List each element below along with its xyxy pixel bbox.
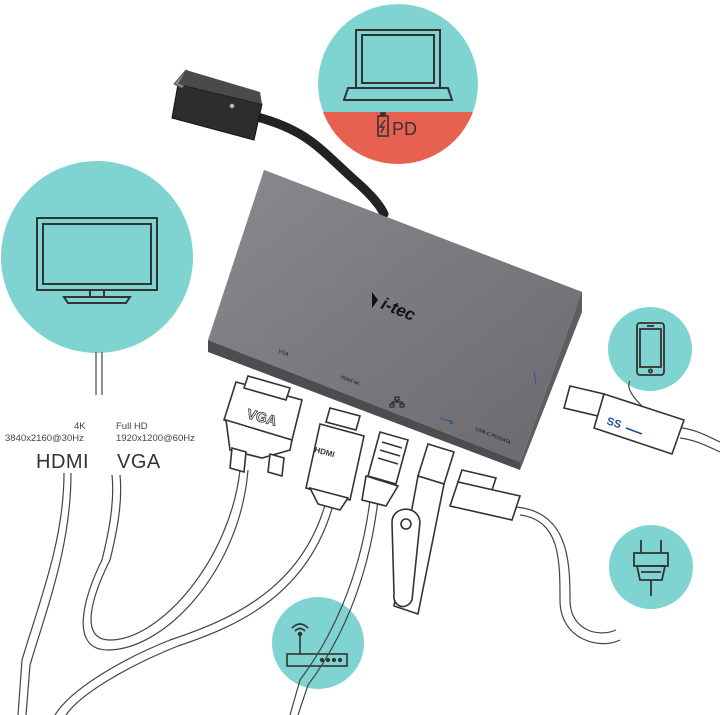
vga-cable: [90, 469, 241, 641]
usb3-port-icon: [439, 417, 454, 425]
usbc-input-cable: [171, 69, 389, 219]
docking-station: i-tec VGA HDMI 4K USB-C PD/DATA: [208, 170, 582, 470]
usba-ss-label: SS: [605, 415, 623, 431]
router-circle: [272, 597, 364, 689]
vga-plug: VGA: [222, 375, 303, 478]
laptop-pd-circle: PD: [318, 4, 478, 164]
pd-label: PD: [392, 119, 417, 139]
hdmi-resolution-line1: 4K: [74, 421, 86, 432]
usb-flash-drive: [391, 443, 456, 616]
hdmi-cable: [54, 504, 326, 715]
usb3-side-port-icon: [533, 371, 537, 385]
smartphone-circle: [608, 307, 692, 391]
vga-resolution-line2: 1920x1200@60Hz: [116, 433, 195, 444]
usbc-right-angle-plug: [448, 469, 522, 521]
ethernet-plug: [361, 431, 409, 507]
hdmi-plug: HDMI: [305, 407, 365, 511]
power-plug-circle: [609, 525, 693, 609]
ethernet-cable: [289, 499, 371, 715]
usba-ss-plug: SS: [563, 385, 686, 456]
usbc-pd-cable: [519, 514, 621, 645]
hdmi-output-label: HDMI: [36, 451, 90, 473]
port-label-vga: VGA: [277, 348, 290, 358]
smartphone-icon: [636, 322, 665, 376]
power-plug-icon: [633, 540, 669, 596]
cables: [17, 352, 720, 715]
battery-charge-icon: [377, 112, 389, 137]
vga-output-label: VGA: [117, 451, 161, 473]
laptop-icon: [342, 29, 454, 101]
vga-resolution-line1: Full HD: [116, 421, 148, 432]
ethernet-port-icon: [389, 396, 405, 408]
monitor-circle: [1, 161, 193, 353]
vga-plug-label: VGA: [245, 405, 278, 428]
usba-cable: [679, 437, 720, 453]
hdmi-resolution-line2: 3840x2160@30Hz: [5, 433, 84, 444]
monitor-icon: [36, 217, 158, 304]
